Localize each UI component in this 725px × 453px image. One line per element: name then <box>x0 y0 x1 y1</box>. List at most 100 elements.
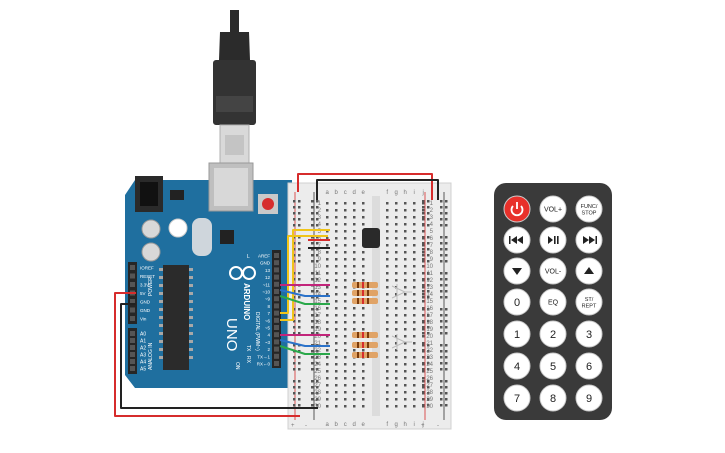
remote-button-six[interactable]: 6 <box>575 352 603 380</box>
remote-button-label: 6 <box>586 361 592 373</box>
remote-button-three[interactable]: 3 <box>575 320 603 348</box>
rail-plus-label: + <box>291 423 295 429</box>
remote-button-label: 5 <box>550 361 556 373</box>
power-pin-label: GND <box>140 308 151 313</box>
column-letter: e <box>362 422 366 428</box>
rail-minus-label: - <box>305 423 307 429</box>
column-letter: i <box>414 190 415 196</box>
row-number: 5 <box>430 229 434 235</box>
row-number: 18 <box>314 320 321 326</box>
remote-button-zero[interactable]: 0 <box>503 288 531 316</box>
row-number: 3 <box>430 215 434 221</box>
remote-button-eight[interactable]: 8 <box>539 384 567 412</box>
header-pin <box>274 325 279 330</box>
wire-red-5v <box>114 292 300 417</box>
row-number: 25 <box>426 369 433 375</box>
remote-button-vol-up[interactable]: VOL+ <box>539 195 567 223</box>
remote-button-four[interactable]: 4 <box>503 352 531 380</box>
column-letter: d <box>353 190 356 196</box>
column-letter: h <box>404 190 407 196</box>
column-letter: h <box>404 422 407 428</box>
row-number: 3 <box>318 215 322 221</box>
remote-button-func-stop[interactable]: FUNC/STOP <box>575 195 603 223</box>
wire-black-gnd <box>120 303 318 409</box>
remote-button-five[interactable]: 5 <box>539 352 567 380</box>
row-number: 20 <box>314 334 321 340</box>
remote-button-st-rept[interactable]: ST/REPT <box>575 288 603 316</box>
row-number: 29 <box>426 397 433 403</box>
analog-header <box>128 328 137 374</box>
row-number: 28 <box>426 390 433 396</box>
header-pin <box>274 339 279 345</box>
row-number: 22 <box>314 348 321 354</box>
remote-button-label: STOP <box>582 211 597 217</box>
remote-button-label: 4 <box>514 361 520 373</box>
remote-button-vol-down[interactable]: VOL- <box>539 257 567 285</box>
row-number: 1 <box>318 201 322 207</box>
row-number: 17 <box>314 313 321 319</box>
power-pin-label: GND <box>140 300 151 305</box>
header-pin <box>130 331 135 336</box>
column-letter: e <box>362 190 366 196</box>
remote-button-label: VOL- <box>545 269 562 276</box>
header-pin <box>130 359 135 364</box>
remote-button-play-pause[interactable] <box>539 226 567 254</box>
row-number: 2 <box>318 208 322 214</box>
row-number: 13 <box>426 285 433 291</box>
row-number: 12 <box>314 278 321 284</box>
header-pin <box>274 332 279 338</box>
row-number: 7 <box>318 243 322 249</box>
digital-pin-label: GND <box>260 261 271 266</box>
header-pin <box>130 338 135 343</box>
row-number: 19 <box>314 327 321 333</box>
remote-button-prev[interactable] <box>503 226 531 254</box>
remote-button-label: 3 <box>586 329 592 341</box>
remote-button-seven[interactable]: 7 <box>503 384 531 412</box>
remote-button-label: 0 <box>514 297 520 309</box>
remote-button-down[interactable] <box>503 257 531 285</box>
header-pin <box>274 296 279 302</box>
row-number: 10 <box>426 264 433 270</box>
row-number: 6 <box>430 236 434 242</box>
header-pin <box>130 265 135 270</box>
digital-pin-label: ~11 <box>263 282 271 287</box>
rgb-led-1 <box>391 284 412 300</box>
header-pin <box>274 281 279 287</box>
column-letter: d <box>353 422 356 428</box>
row-number: 25 <box>314 369 321 375</box>
remote-button-next[interactable] <box>575 226 603 254</box>
row-number: 26 <box>314 376 321 382</box>
remote-button-power[interactable] <box>503 195 531 223</box>
arduino-logo-text: ARDUINO <box>242 283 251 320</box>
row-number: 29 <box>314 397 321 403</box>
tx-led-label: TX <box>245 345 251 352</box>
column-letter: f <box>386 190 388 196</box>
row-number: 23 <box>426 355 433 361</box>
remote-button-nine[interactable]: 9 <box>575 384 603 412</box>
digital-section-label: DIGITAL (PWM~) <box>254 312 260 351</box>
header-pin <box>130 307 135 313</box>
header-pin <box>130 352 135 357</box>
analog-pin-label: A3 <box>140 353 146 359</box>
row-number: 23 <box>314 355 321 361</box>
analog-pin-label: A2 <box>140 346 146 352</box>
column-letter: j <box>422 190 424 196</box>
header-pin <box>274 346 279 352</box>
arduino-model-text: UNO <box>223 318 240 351</box>
header-pin <box>274 274 279 280</box>
header-pin <box>130 316 135 321</box>
remote-button-eq[interactable]: EQ <box>539 288 567 316</box>
remote-button-two[interactable]: 2 <box>539 320 567 348</box>
resistor <box>352 352 378 358</box>
power-section-label: POWER <box>148 277 154 296</box>
row-number: 22 <box>426 348 433 354</box>
row-number: 13 <box>314 285 321 291</box>
remote-button-up[interactable] <box>575 257 603 285</box>
wires <box>114 173 439 417</box>
row-number: 24 <box>314 362 321 368</box>
remote-button-one[interactable]: 1 <box>503 320 531 348</box>
row-number: 8 <box>318 250 322 256</box>
